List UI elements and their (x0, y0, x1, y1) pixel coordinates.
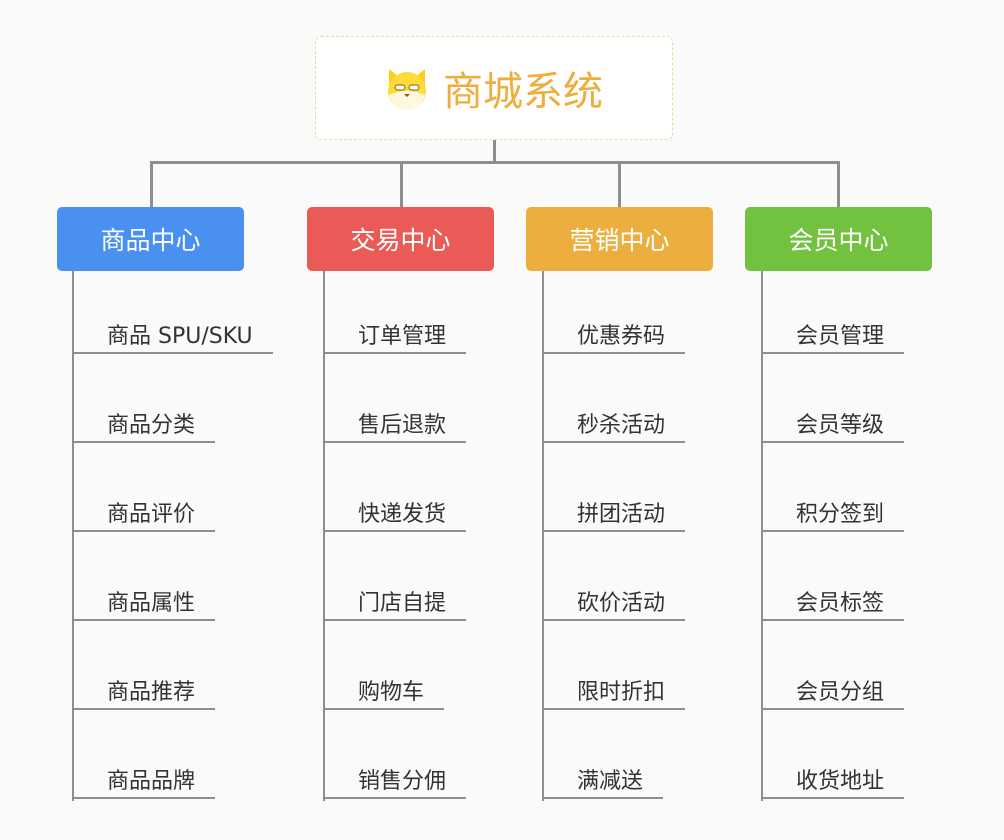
module-item: 积分签到 (763, 502, 905, 532)
module-item: 会员等级 (763, 413, 905, 443)
module-item: 购物车 (325, 680, 445, 710)
module-item: 商品属性 (74, 591, 216, 621)
module-item: 砍价活动 (544, 591, 686, 621)
center-items: 优惠券码秒杀活动拼团活动砍价活动限时折扣满减送 (542, 271, 686, 801)
module-item: 会员标签 (763, 591, 905, 621)
module-item: 订单管理 (325, 324, 467, 354)
module-item: 门店自提 (325, 591, 467, 621)
module-item: 售后退款 (325, 413, 467, 443)
center-items: 商品 SPU/SKU 商品分类商品评价商品属性商品推荐商品品牌 (72, 271, 273, 801)
module-item: 商品评价 (74, 502, 216, 532)
center-node: 营销中心 (526, 207, 713, 271)
module-item: 拼团活动 (544, 502, 686, 532)
module-item: 商品分类 (74, 413, 216, 443)
module-item: 商品品牌 (74, 769, 216, 799)
center-node: 交易中心 (307, 207, 494, 271)
module-item: 会员管理 (763, 324, 905, 354)
root-title: 商城系统 (443, 69, 603, 115)
center-node: 会员中心 (745, 207, 932, 271)
connector-horizontal (150, 161, 840, 164)
shiba-dog-icon (388, 69, 426, 110)
module-item: 会员分组 (763, 680, 905, 710)
connector-branch (400, 161, 403, 207)
root-node: 商城系统 (315, 36, 673, 140)
center-items: 订单管理售后退款快递发货门店自提购物车销售分佣 (323, 271, 467, 801)
connector-branch (837, 161, 840, 207)
module-item: 秒杀活动 (544, 413, 686, 443)
module-item: 满减送 (544, 769, 664, 799)
module-item: 销售分佣 (325, 769, 467, 799)
module-item: 收货地址 (763, 769, 905, 799)
center-node: 商品中心 (57, 207, 244, 271)
connector-branch (150, 161, 153, 207)
module-item: 商品 SPU/SKU (74, 324, 273, 354)
connector-trunk (493, 140, 496, 163)
module-item: 快递发货 (325, 502, 467, 532)
connector-branch (618, 161, 621, 207)
center-items: 会员管理会员等级积分签到会员标签会员分组收货地址 (761, 271, 905, 801)
module-item: 限时折扣 (544, 680, 686, 710)
module-item: 优惠券码 (544, 324, 686, 354)
module-item: 商品推荐 (74, 680, 216, 710)
